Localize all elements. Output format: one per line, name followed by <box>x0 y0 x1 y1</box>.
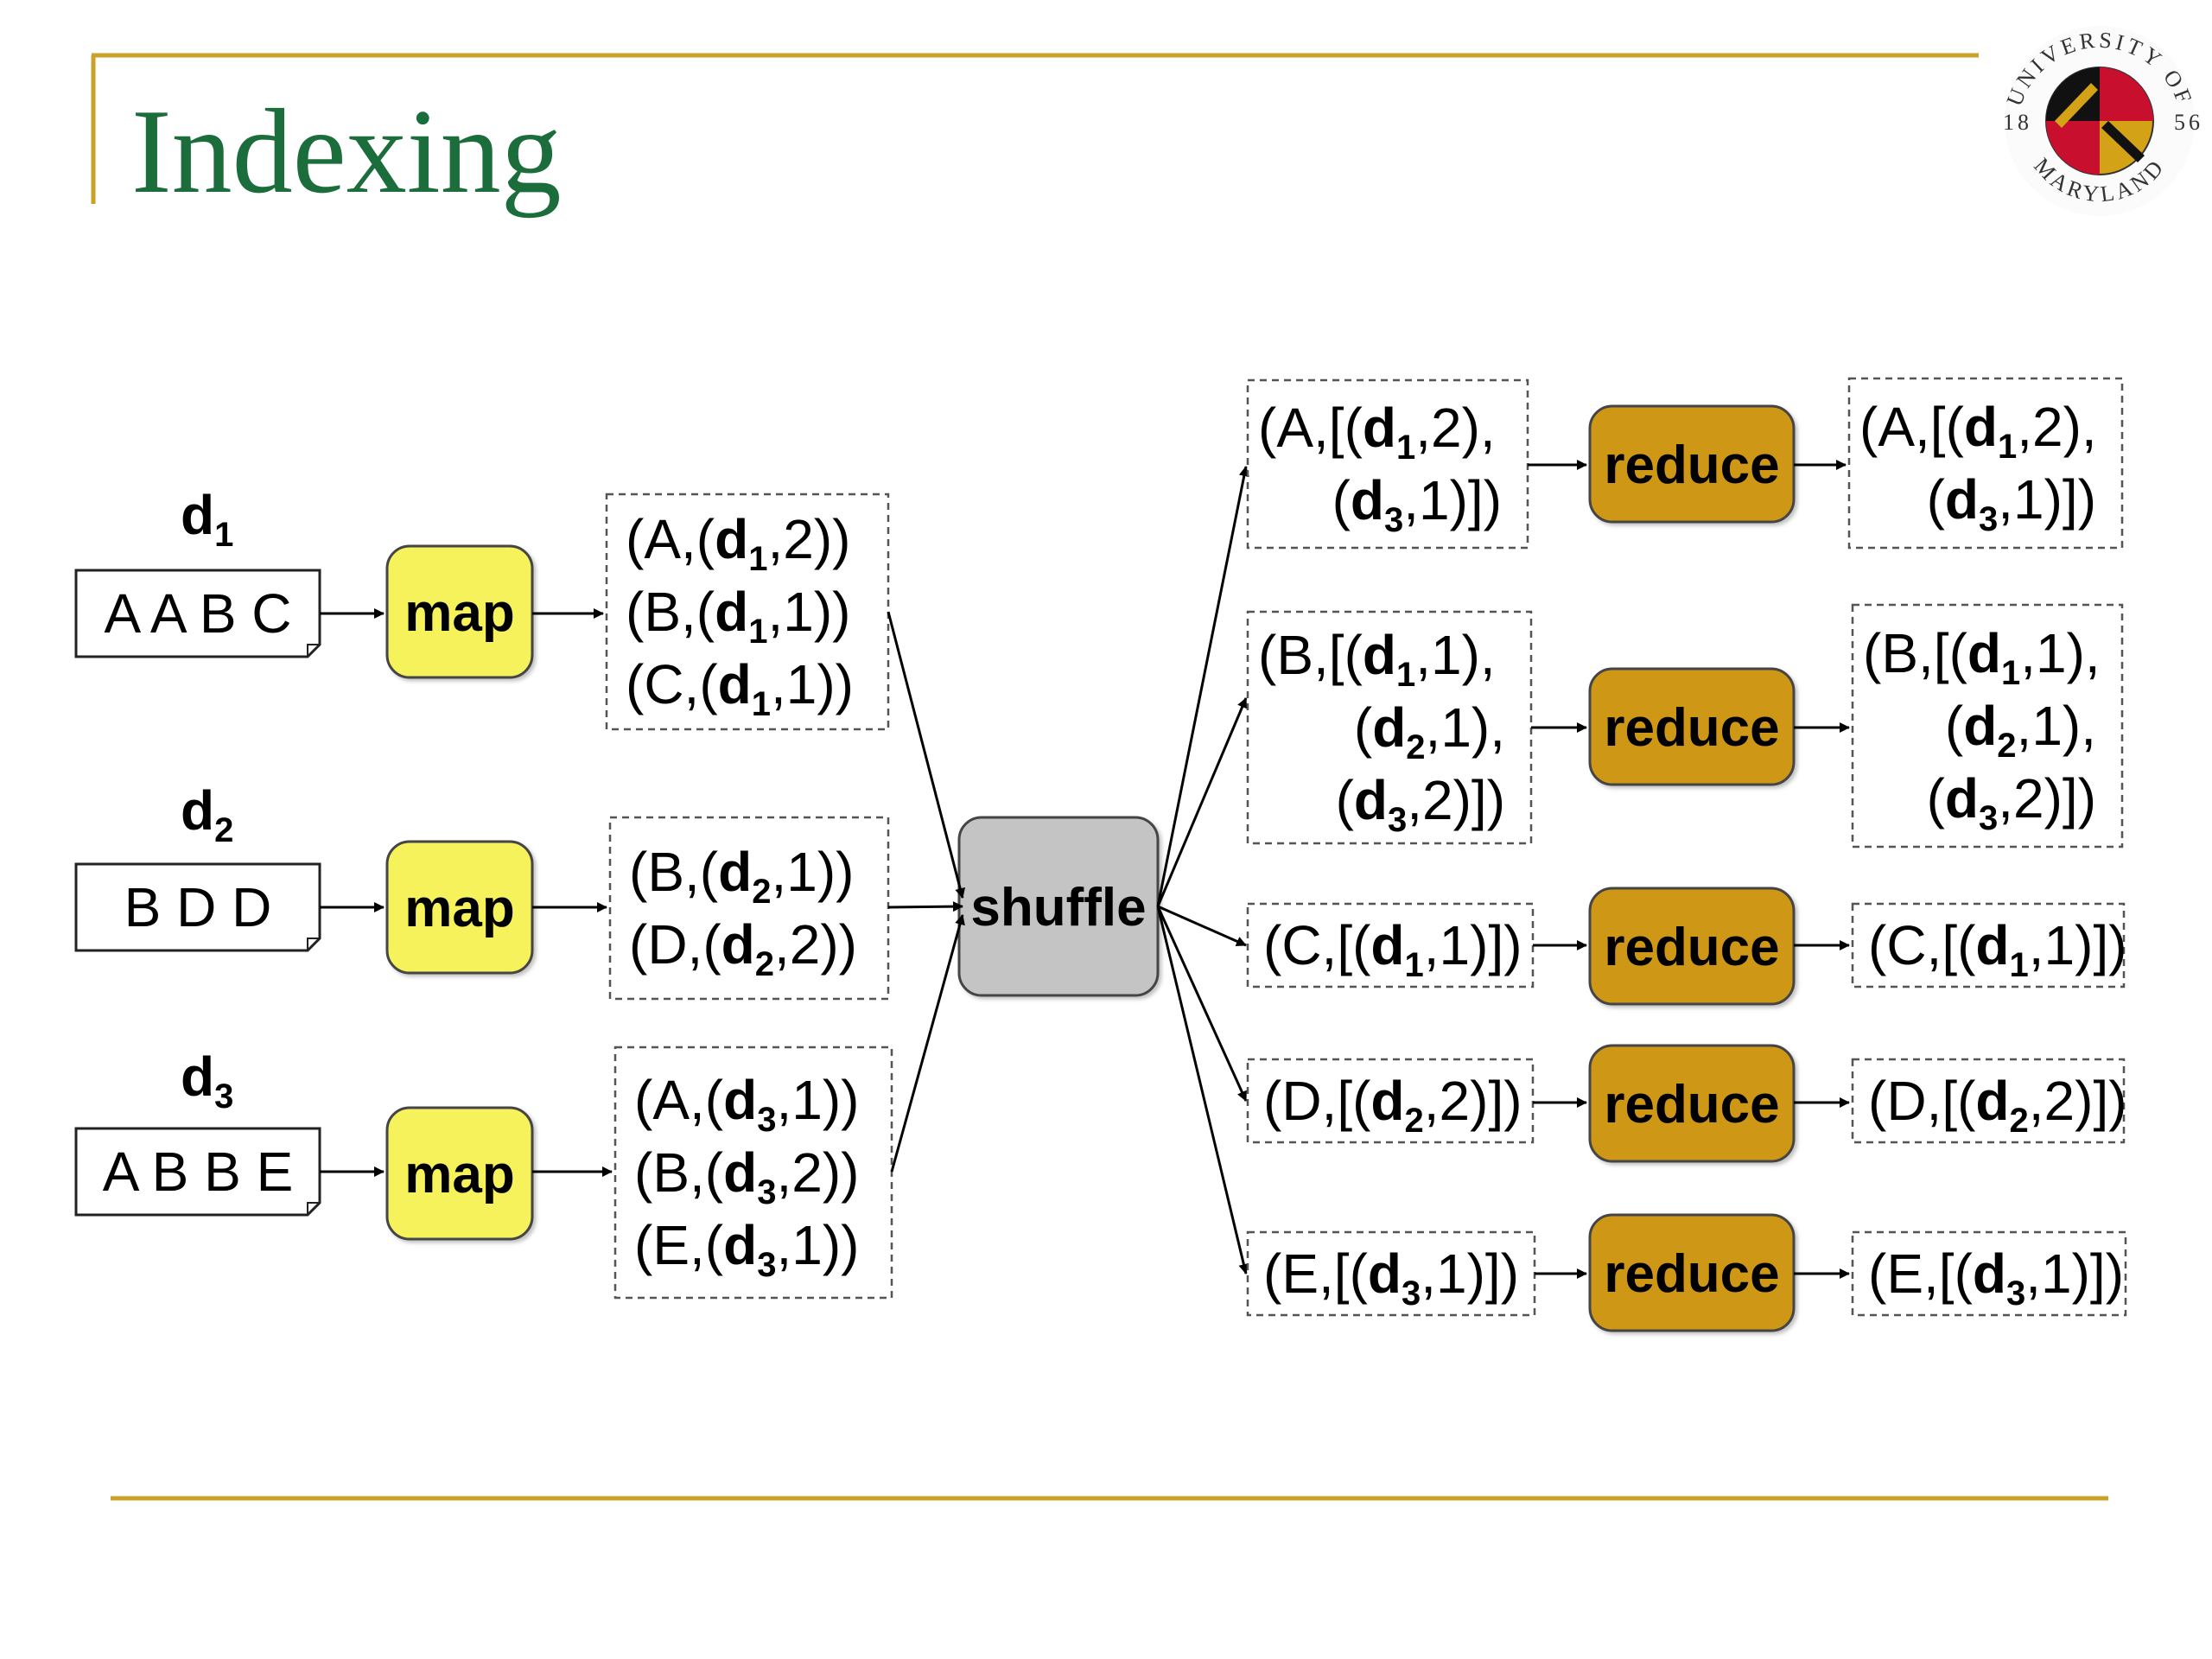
reduce-box: reduce <box>1588 667 1796 786</box>
document-label: d3 <box>181 1046 233 1116</box>
seal-year-left: 18 <box>2003 110 2032 135</box>
document-content: B D D <box>124 876 272 938</box>
map-box: map <box>385 840 534 975</box>
output-to-shuffle-arrow <box>890 914 965 1173</box>
grouped-postings-line: (B,[(d1,1), <box>1258 624 1496 694</box>
map-box: map <box>385 544 534 679</box>
reduce-box-label: reduce <box>1604 918 1779 977</box>
reduce-output-box <box>1847 377 2124 550</box>
reduce-box-label: reduce <box>1604 435 1779 495</box>
reduce-box: reduce <box>1588 1044 1796 1163</box>
map-output-pair: (B,(d1,1)) <box>626 581 850 651</box>
output-to-shuffle-arrow <box>887 611 966 899</box>
document-label: d1 <box>181 484 233 554</box>
grouped-postings-line: (E,[(d3,1)]) <box>1263 1243 1519 1313</box>
shuffle-to-group-arrow <box>1156 906 1249 1274</box>
map-box-label: map <box>404 583 514 643</box>
grouped-postings-line: (d3,2)]) <box>1336 769 1505 839</box>
shuffle-box-label: shuffle <box>970 878 1146 938</box>
reduce-box-label: reduce <box>1604 698 1779 758</box>
output-to-shuffle-arrow <box>887 901 963 912</box>
reduce-output-line: (D,[(d2,2)]) <box>1868 1070 2127 1140</box>
reduce-output-box <box>1851 603 2124 849</box>
map-box-shape <box>385 1106 534 1241</box>
document-box <box>74 862 321 952</box>
grouped-postings-line: (A,[(d1,2), <box>1258 397 1496 467</box>
reduce-output-line: (C,[(d1,1)]) <box>1868 914 2127 984</box>
map-output-pair: (B,(d3,2)) <box>634 1141 859 1211</box>
shuffle-to-group-arrow <box>1156 466 1249 907</box>
university-seal-logo: UNIVERSITY OF MARYLAND 18 56 <box>2002 26 2203 216</box>
grouped-postings-line: (D,[(d2,2)]) <box>1263 1070 1522 1140</box>
grouped-postings-box <box>1246 1058 1535 1144</box>
reduce-box-label: reduce <box>1604 1244 1779 1304</box>
map-output-pair: (B,(d2,1)) <box>629 841 854 911</box>
document-content: A A B C <box>104 582 291 645</box>
document-content: A B B E <box>103 1141 294 1203</box>
reduce-output-line: (A,[(d1,2), <box>1859 396 2097 466</box>
shuffle-to-group-arrow <box>1156 697 1248 907</box>
reduce-output-line: (B,[(d1,1), <box>1863 622 2101 692</box>
grouped-postings-line: (C,[(d1,1)]) <box>1263 914 1522 984</box>
slide-title: Indexing <box>131 85 562 219</box>
reduce-output-line: (d3,1)]) <box>1927 468 2096 538</box>
shuffle-box: shuffle <box>957 816 1160 997</box>
map-output-pair: (A,(d3,1)) <box>634 1069 859 1139</box>
grouped-postings-line: (d2,1), <box>1354 696 1505 766</box>
document-fold <box>307 644 320 657</box>
map-output-box <box>608 816 890 1001</box>
map-output-pair: (D,(d2,2)) <box>629 913 857 983</box>
shuffle-to-group-arrow <box>1157 905 1247 947</box>
reduce-box: reduce <box>1588 1213 1796 1332</box>
grouped-postings-line: (d3,1)]) <box>1332 469 1502 539</box>
reduce-output-line: (d2,1), <box>1945 695 2096 765</box>
map-output-pair: (C,(d1,1)) <box>626 653 854 723</box>
reduce-output-box <box>1851 1230 2127 1317</box>
document-box <box>74 1127 321 1217</box>
map-output-pair: (E,(d3,1)) <box>634 1214 859 1284</box>
reduce-output-line: (E,[(d3,1)]) <box>1868 1243 2124 1313</box>
seal-year-right: 56 <box>2174 110 2203 135</box>
map-output-box <box>613 1046 893 1300</box>
reduce-output-line: (d3,2)]) <box>1927 767 2096 837</box>
reduce-output-box <box>1851 1058 2126 1144</box>
document-fold <box>307 1202 320 1215</box>
reduce-box: reduce <box>1588 887 1796 1006</box>
reduce-box: reduce <box>1588 404 1796 524</box>
document-label: d2 <box>181 779 233 849</box>
map-box: map <box>385 1106 534 1241</box>
document-box <box>74 569 321 658</box>
map-box-label: map <box>404 879 514 938</box>
mapreduce-diagram: d1 A A B C map (A,(d1,2))(B,(d1,1))(C,(d1,1… <box>74 377 2127 1332</box>
map-box-label: map <box>404 1145 514 1205</box>
reduce-output-box <box>1851 902 2126 988</box>
document-fold <box>307 938 320 950</box>
map-box-shape <box>385 544 534 679</box>
reduce-box-label: reduce <box>1604 1075 1779 1135</box>
map-output-pair: (A,(d1,2)) <box>626 508 850 578</box>
shuffle-to-group-arrow <box>1156 906 1248 1102</box>
